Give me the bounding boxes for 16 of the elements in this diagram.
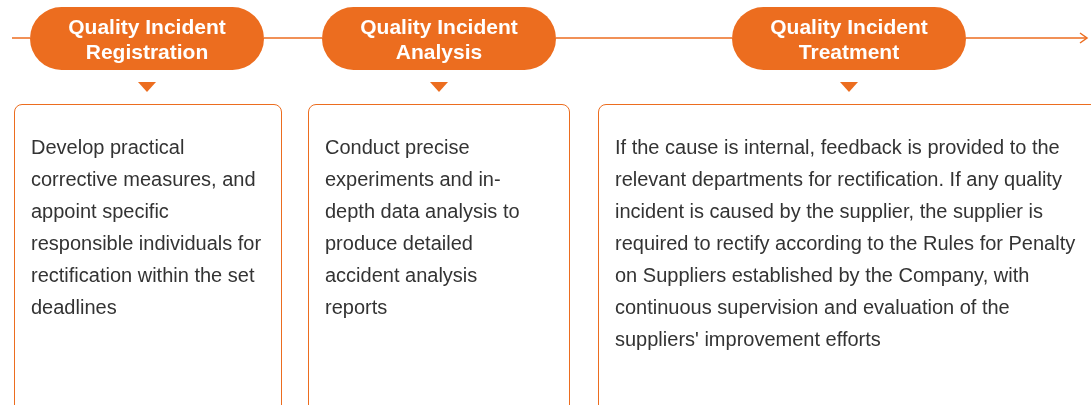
connector-line: [11, 37, 31, 39]
down-arrow: [138, 82, 156, 92]
step-pill: Quality Incident Treatment: [732, 7, 966, 70]
connector-line: [263, 37, 323, 39]
description-card: [308, 104, 570, 405]
description-text: Conduct precise experiments and in-depth data analysis to produce detailed accident analysis reports: [325, 135, 521, 320]
step-pill: Quality Incident Registration: [30, 7, 264, 70]
description-card: [14, 104, 282, 405]
description-text: If the cause is internal, feedback is provided to the relevant departments for rectification. If any quality incident is caused by the supplier, the supplier is required to rectify according to the Rules for Penalty on Suppliers established by the Company, with continuous supervision and evaluation of the suppliers' improvement efforts: [615, 135, 1077, 352]
description-text: Develop practical corrective measures, and appoint specific responsible individuals for rectification within the set deadlines: [31, 135, 263, 320]
arrow: [965, 32, 1088, 44]
step-pill: Quality Incident Analysis: [322, 7, 556, 70]
down-arrow: [840, 82, 858, 92]
down-arrow: [430, 82, 448, 92]
description-card: [598, 104, 1091, 405]
connector-line: [555, 37, 733, 39]
